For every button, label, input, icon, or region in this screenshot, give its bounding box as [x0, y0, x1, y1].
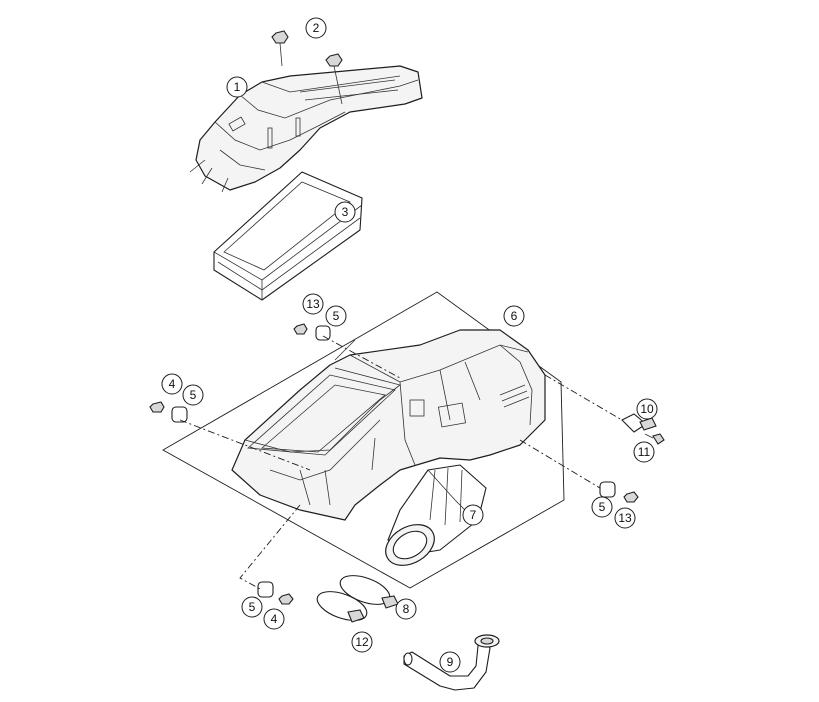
callout-label: 9: [447, 655, 454, 669]
callout-circle: [305, 17, 327, 39]
callout-circle: [591, 496, 613, 518]
callout-7: 7: [462, 504, 484, 526]
callout-1: 1: [226, 76, 248, 98]
callout-label: 13: [306, 297, 320, 311]
airbox-body-part: [231, 329, 546, 521]
grommet-nut-bottom: [257, 581, 294, 605]
callout-5: 5: [325, 305, 347, 327]
callout-label: 3: [342, 205, 349, 219]
callout-label: 5: [249, 600, 256, 614]
callout-13: 13: [614, 507, 636, 529]
cover-screws-part: [271, 30, 343, 105]
callout-5: 5: [182, 384, 204, 406]
callout-5: 5: [591, 496, 613, 518]
callout-label: 7: [470, 508, 477, 522]
callout-circle: [462, 504, 484, 526]
callout-circle: [263, 608, 285, 630]
callout-circle: [503, 305, 525, 327]
callout-label: 4: [271, 612, 278, 626]
assembly-leader-lines: [179, 335, 623, 591]
callout-label: 5: [599, 500, 606, 514]
airbox-cover-part: [189, 65, 423, 193]
callout-4: 4: [263, 608, 285, 630]
callout-label: 10: [640, 402, 654, 416]
hose-clamp-part: [316, 591, 368, 623]
sensor-part: [621, 413, 657, 433]
callout-circle: [439, 651, 461, 673]
callout-3: 3: [334, 201, 356, 223]
callout-5: 5: [241, 596, 263, 618]
callout-label: 11: [638, 445, 651, 459]
callout-label: 12: [355, 635, 369, 649]
callout-2: 2: [305, 17, 327, 39]
callout-circle: [636, 398, 658, 420]
callout-label: 1: [234, 80, 241, 94]
callout-circle: [351, 631, 373, 653]
drain-hose-part: [403, 634, 500, 691]
callout-8: 8: [395, 598, 417, 620]
callout-4: 4: [161, 373, 183, 395]
callout-circle: [302, 293, 324, 315]
callout-label: 2: [313, 21, 320, 35]
callout-9: 9: [439, 651, 461, 673]
callout-label: 5: [333, 309, 340, 323]
callout-6: 6: [503, 305, 525, 327]
air-filter-part: [213, 171, 363, 301]
grommet-nut-right: [599, 481, 639, 503]
assembly-frame: [162, 291, 565, 589]
callout-11: 11: [633, 441, 655, 463]
intake-boot-part: [385, 464, 487, 566]
grommet-nut-left: [149, 401, 188, 423]
callout-13: 13: [302, 293, 324, 315]
callout-circle: [241, 596, 263, 618]
callout-circle: [226, 76, 248, 98]
callout-circle: [182, 384, 204, 406]
callout-label: 4: [169, 377, 176, 391]
callout-label: 6: [511, 309, 518, 323]
callout-circle: [334, 201, 356, 223]
callout-circle: [395, 598, 417, 620]
callout-circle: [633, 441, 655, 463]
callout-circle: [325, 305, 347, 327]
grommet-nut-top: [293, 323, 331, 341]
callout-circle: [161, 373, 183, 395]
callout-circle: [614, 507, 636, 529]
callout-label: 5: [190, 388, 197, 402]
callout-label: 13: [618, 511, 632, 525]
callout-10: 10: [636, 398, 658, 420]
sensor-screw-part: [644, 433, 665, 445]
callout-12: 12: [351, 631, 373, 653]
callout-label: 8: [403, 602, 410, 616]
